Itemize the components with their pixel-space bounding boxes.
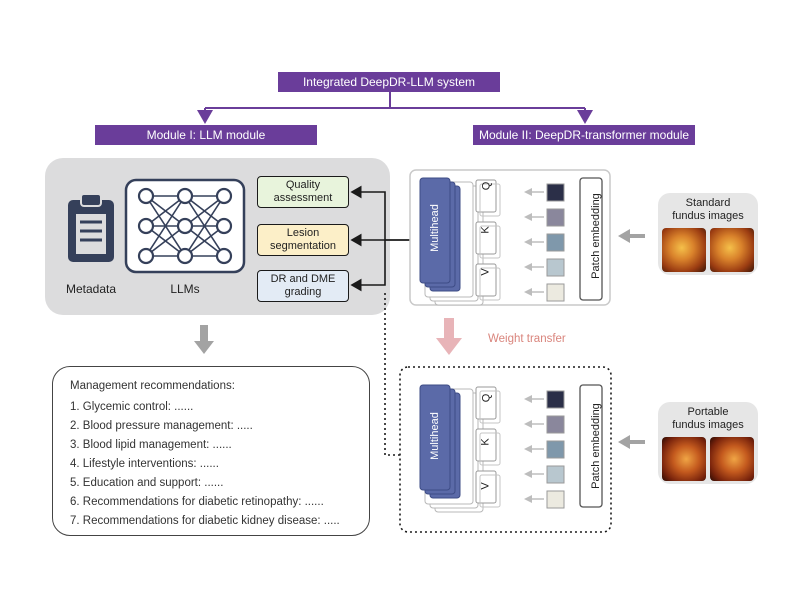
patch-arrow-head — [524, 263, 532, 271]
portable-fundus-label: Portable fundus images — [672, 406, 744, 431]
qkv-card — [475, 470, 497, 504]
nn-node — [215, 217, 233, 235]
qkv-card — [475, 386, 497, 420]
patch-token — [546, 440, 565, 459]
qkv-card — [475, 179, 497, 213]
lesion-segmentation-box: Lesion segmentation — [257, 224, 349, 256]
qkv-card-shadow — [479, 474, 501, 508]
recommendations-heading: Management recommendations: — [70, 380, 235, 392]
nn-node — [215, 247, 233, 265]
patch-arrow-head — [524, 238, 532, 246]
standard-fundus-image — [710, 228, 754, 272]
k-label: K — [479, 226, 492, 234]
patch-arrow-head — [524, 470, 532, 478]
nn-node — [137, 217, 155, 235]
patch-embedding-box — [579, 384, 603, 508]
patch-embedding-label: Patch embedding — [590, 403, 602, 489]
q-label: Q — [480, 393, 493, 403]
patch-token — [546, 390, 565, 409]
patch-arrow-head — [524, 495, 532, 503]
patch-arrow-head — [524, 288, 532, 296]
patch-embedding-box — [579, 177, 603, 301]
v-label: V — [479, 482, 492, 490]
recommendation-item: 6. Recommendations for diabetic retinopa… — [70, 496, 324, 508]
patch-arrow-head — [524, 420, 532, 428]
patch-embedding-label: Patch embedding — [590, 193, 602, 279]
multihead-block — [419, 384, 451, 491]
recommendation-item: 2. Blood pressure management: ..... — [70, 420, 253, 432]
standard-fundus-label: Standard fundus images — [672, 197, 744, 222]
recommendation-item: 7. Recommendations for diabetic kidney d… — [70, 515, 340, 527]
portable-input-arrow-icon — [618, 435, 645, 449]
weight-transfer-label: Weight transfer — [488, 333, 566, 345]
qkv-card-shadow — [479, 432, 501, 466]
standard-input-arrow-icon — [618, 229, 645, 243]
recommendation-item: 5. Education and support: ...... — [70, 477, 224, 489]
nn-node — [176, 247, 194, 265]
patch-token — [546, 415, 565, 434]
patch-arrow-head — [524, 188, 532, 196]
patch-arrow-head — [524, 445, 532, 453]
dr-dme-grading-box: DR and DME grading — [257, 270, 349, 302]
portable-fundus-image — [662, 437, 706, 481]
q-label: Q — [480, 181, 493, 191]
llms-label: LLMs — [170, 282, 200, 296]
module-2-title: Module II: DeepDR-transformer module — [473, 125, 695, 145]
nn-edge — [145, 225, 186, 257]
qkv-card — [475, 428, 497, 462]
nn-node — [215, 187, 233, 205]
clipboard-icon — [68, 193, 114, 262]
v-label: V — [479, 268, 492, 276]
qkv-card-shadow — [479, 225, 501, 259]
multihead-label: Multihead — [429, 204, 441, 252]
qkv-card-shadow — [479, 267, 501, 301]
neural-network-icon — [124, 178, 246, 274]
recommendation-item: 1. Glycemic control: ...... — [70, 401, 194, 413]
patch-token — [546, 233, 565, 252]
patch-token — [546, 183, 565, 202]
recommendation-item: 4. Lifestyle interventions: ...... — [70, 458, 219, 470]
patch-arrow-head — [524, 213, 532, 221]
nn-edge — [145, 195, 186, 257]
multihead-block — [419, 177, 451, 284]
qkv-card-shadow — [479, 183, 501, 217]
nn-node — [137, 247, 155, 265]
system-branch-connector — [197, 92, 593, 124]
patch-arrow-head — [524, 395, 532, 403]
nn-node — [137, 187, 155, 205]
dotted-connector — [384, 290, 400, 456]
patch-token — [546, 283, 565, 302]
qkv-card-shadow — [479, 390, 501, 424]
qkv-card — [475, 221, 497, 255]
patch-token — [546, 465, 565, 484]
patch-token — [546, 258, 565, 277]
nn-node — [176, 187, 194, 205]
nn-edge — [184, 195, 225, 257]
portable-transformer-frame — [399, 366, 612, 533]
nn-edge — [145, 195, 186, 227]
qkv-card — [475, 263, 497, 297]
down-arrow-icon — [194, 325, 214, 354]
nn-edge — [184, 195, 225, 227]
recommendation-item: 3. Blood lipid management: ...... — [70, 439, 232, 451]
quality-assessment-box: Quality assessment — [257, 176, 349, 208]
management-recommendations-box — [52, 366, 370, 536]
patch-token — [546, 490, 565, 509]
output-arrows — [350, 185, 410, 292]
weight-transfer-arrow-icon — [436, 318, 462, 355]
metadata-label: Metadata — [65, 282, 117, 296]
module-1-title: Module I: LLM module — [95, 125, 317, 145]
multihead-label: Multihead — [429, 412, 441, 460]
standard-fundus-image — [662, 228, 706, 272]
transformer-block-standard — [409, 169, 611, 306]
nn-edge — [184, 225, 225, 257]
patch-token — [546, 208, 565, 227]
nn-node — [176, 217, 194, 235]
transformer-block-portable — [419, 384, 603, 513]
system-title: Integrated DeepDR-LLM system — [278, 72, 500, 92]
portable-fundus-image — [710, 437, 754, 481]
k-label: K — [479, 438, 492, 446]
